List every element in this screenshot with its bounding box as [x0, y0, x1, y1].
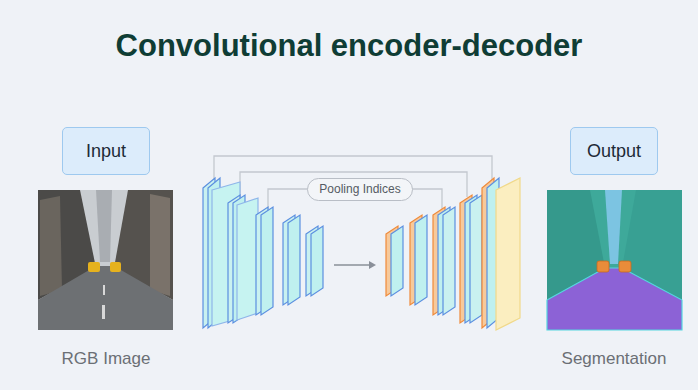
segmentation-map-part: [619, 261, 631, 272]
rgb-photo-part: [38, 190, 173, 330]
rgb-photo-part: [88, 262, 100, 272]
flow-arrow-part: [334, 264, 370, 265]
node-text: Pooling Indices: [319, 182, 400, 196]
segmentation-map-part: [547, 190, 682, 330]
image-caption: RGB Image: [62, 349, 151, 369]
rgb-photo-part: [103, 285, 105, 295]
node-text: Input: [86, 141, 126, 162]
input-box: Input: [62, 127, 150, 175]
segmentation-map: [547, 190, 682, 330]
output-box: Output: [570, 127, 658, 175]
encoder-layers-part: [311, 226, 323, 296]
segmentation-map-part: [605, 190, 622, 264]
image-caption: Segmentation: [562, 349, 667, 369]
decoder-layers-part: [443, 207, 455, 315]
rgb-photo-part: [96, 190, 112, 262]
node-text: Output: [587, 141, 641, 162]
segmentation-map-part: [547, 268, 682, 330]
rgb-photo-part: [110, 262, 121, 272]
encoder-layers-part: [237, 198, 258, 320]
rgb-photo-part: [150, 194, 170, 296]
segmentation-map-part: [597, 261, 609, 272]
decoder-layers-part: [470, 195, 482, 323]
pooling-indices-pill: Pooling Indices: [307, 178, 412, 201]
decoder-layers-part: [391, 226, 403, 296]
diagram-title: Convolutional encoder-decoder: [116, 28, 583, 64]
rgb-photo-part: [38, 266, 173, 330]
encoder-layers-part: [261, 207, 273, 315]
flow-arrow: [334, 261, 376, 269]
decoder-layers-part: [415, 215, 427, 305]
encoder-layers: [203, 178, 323, 328]
decoder-layers: [386, 178, 520, 330]
decoder-layers-part: [496, 178, 520, 330]
rgb-photo-part: [102, 305, 105, 319]
encoder-layers-part: [288, 215, 300, 305]
rgb-photo: [38, 190, 173, 330]
rgb-photo-part: [40, 196, 62, 296]
flow-arrow-part: [369, 261, 376, 269]
skip-connection-part: [240, 172, 467, 197]
